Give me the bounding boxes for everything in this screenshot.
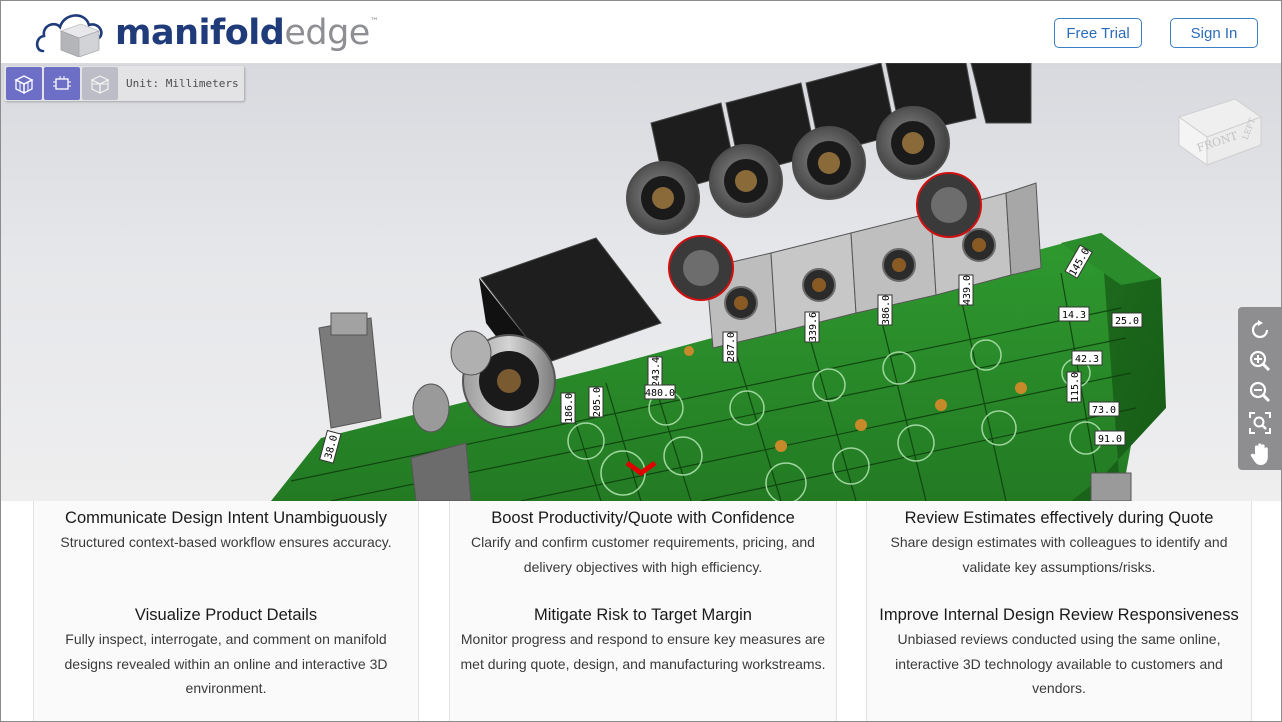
rotate-icon [1251, 320, 1268, 339]
features-section: Communicate Design Intent Unambiguously … [1, 501, 1281, 721]
manifold-3d-model[interactable]: 186.0 205.0 243.4 480.0 287.0 339.6 386.… [1, 63, 1281, 501]
manifold-side-face [1071, 233, 1166, 501]
dim-label: 73.0 [1088, 401, 1120, 417]
feature-title: Communicate Design Intent Unambiguously [65, 509, 387, 527]
svg-text:243.4: 243.4 [651, 357, 662, 387]
svg-text:186.0: 186.0 [564, 393, 575, 423]
svg-text:386.0: 386.0 [881, 295, 892, 325]
trademark-mark: ™ [369, 16, 379, 27]
shaded-cube-icon [14, 74, 34, 94]
wireframe-cube-icon [90, 74, 110, 94]
feature-title: Boost Productivity/Quote with Confidence [491, 509, 795, 527]
unit-label: Unit: Millimeters [126, 77, 239, 90]
feature-title: Mitigate Risk to Target Margin [534, 606, 752, 624]
dim-label: 480.0 [644, 384, 676, 400]
dim-label: 339.6 [804, 311, 820, 343]
feature-title: Visualize Product Details [134, 606, 318, 624]
pan-hand-icon [1250, 443, 1268, 465]
svg-text:25.0: 25.0 [1115, 316, 1139, 327]
zoom-out-icon [1249, 381, 1270, 403]
feature-column-1: Communicate Design Intent Unambiguously … [33, 501, 419, 721]
svg-text:205.0: 205.0 [592, 387, 603, 417]
feature-description: Structured context-based workflow ensure… [60, 534, 392, 550]
dim-label: 186.0 [560, 392, 576, 424]
manifold-top-face [271, 233, 1161, 501]
view-toolbar: Unit: Millimeters [4, 66, 244, 101]
feature-description: Fully inspect, interrogate, and comment … [64, 631, 388, 696]
svg-text:439.0: 439.0 [962, 275, 973, 305]
outline-view-button[interactable] [44, 67, 80, 100]
zoom-in-icon [1249, 350, 1270, 372]
3d-viewer[interactable]: 186.0 205.0 243.4 480.0 287.0 339.6 386.… [1, 63, 1281, 501]
feature-title: Improve Internal Design Review Responsiv… [879, 606, 1239, 624]
dim-label: 42.3 [1071, 350, 1103, 366]
svg-text:339.6: 339.6 [808, 312, 819, 342]
zoom-out-button[interactable] [1245, 377, 1275, 407]
feature-item: Boost Productivity/Quote with Confidence… [450, 506, 836, 579]
selection-marker [625, 460, 657, 477]
feature-item: Communicate Design Intent Unambiguously … [34, 506, 418, 555]
zoom-fit-button[interactable] [1245, 408, 1275, 438]
dim-label: 205.0 [588, 386, 604, 418]
view-cube[interactable]: FRONT LEFT [1173, 85, 1265, 167]
feature-description: Unbiased reviews conducted using the sam… [895, 631, 1223, 696]
logo-wordmark: manifoldedge™ [115, 12, 379, 53]
logo-text-edge: edge [284, 12, 370, 53]
free-trial-button[interactable]: Free Trial [1054, 18, 1142, 48]
feature-description: Share design estimates with colleagues t… [890, 534, 1228, 575]
feature-description: Clarify and confirm customer requirement… [471, 534, 815, 575]
dim-label: 287.0 [722, 331, 738, 363]
pan-button[interactable] [1245, 439, 1275, 469]
svg-text:115.0: 115.0 [1070, 372, 1081, 402]
sign-in-button[interactable]: Sign In [1170, 18, 1258, 48]
navigation-panel [1238, 307, 1281, 470]
shaded-view-button[interactable] [6, 67, 42, 100]
dim-label: 439.0 [958, 274, 974, 306]
cloud-cube-logo-icon [35, 14, 103, 57]
feature-column-2: Boost Productivity/Quote with Confidence… [449, 501, 837, 721]
svg-text:73.0: 73.0 [1092, 405, 1116, 416]
feature-title: Review Estimates effectively during Quot… [904, 509, 1214, 527]
logo-text-manifold: manifold [115, 12, 285, 53]
rotate-button[interactable] [1245, 315, 1275, 345]
feature-description: Monitor progress and respond to ensure k… [460, 631, 826, 672]
dim-label: 243.4 [647, 356, 663, 388]
dim-label: 386.0 [877, 294, 893, 326]
site-header: manifoldedge™ Free Trial Sign In [1, 1, 1281, 63]
svg-text:42.3: 42.3 [1075, 354, 1099, 365]
feature-item: Visualize Product Details Fully inspect,… [34, 603, 418, 701]
large-solenoid-housing [480, 237, 662, 364]
feature-item: Review Estimates effectively during Quot… [867, 506, 1251, 579]
svg-text:91.0: 91.0 [1098, 434, 1122, 445]
zoom-fit-icon [1248, 412, 1271, 434]
dim-label: 14.3 [1058, 306, 1090, 322]
zoom-in-button[interactable] [1245, 346, 1275, 376]
outline-view-icon [53, 75, 71, 90]
dim-label: 91.0 [1094, 430, 1126, 446]
manifoldedge-logo[interactable]: manifoldedge™ [35, 7, 379, 57]
feature-item: Mitigate Risk to Target Margin Monitor p… [450, 603, 836, 676]
dim-label: 115.0 [1066, 371, 1082, 403]
wireframe-view-button[interactable] [82, 67, 118, 100]
svg-text:287.0: 287.0 [726, 332, 737, 362]
svg-text:480.0: 480.0 [645, 388, 675, 399]
dim-label: 38.0 [319, 429, 342, 464]
feature-column-3: Review Estimates effectively during Quot… [866, 501, 1252, 721]
feature-item: Improve Internal Design Review Responsiv… [867, 603, 1251, 701]
dim-label: 25.0 [1111, 312, 1143, 328]
svg-text:14.3: 14.3 [1062, 310, 1086, 321]
